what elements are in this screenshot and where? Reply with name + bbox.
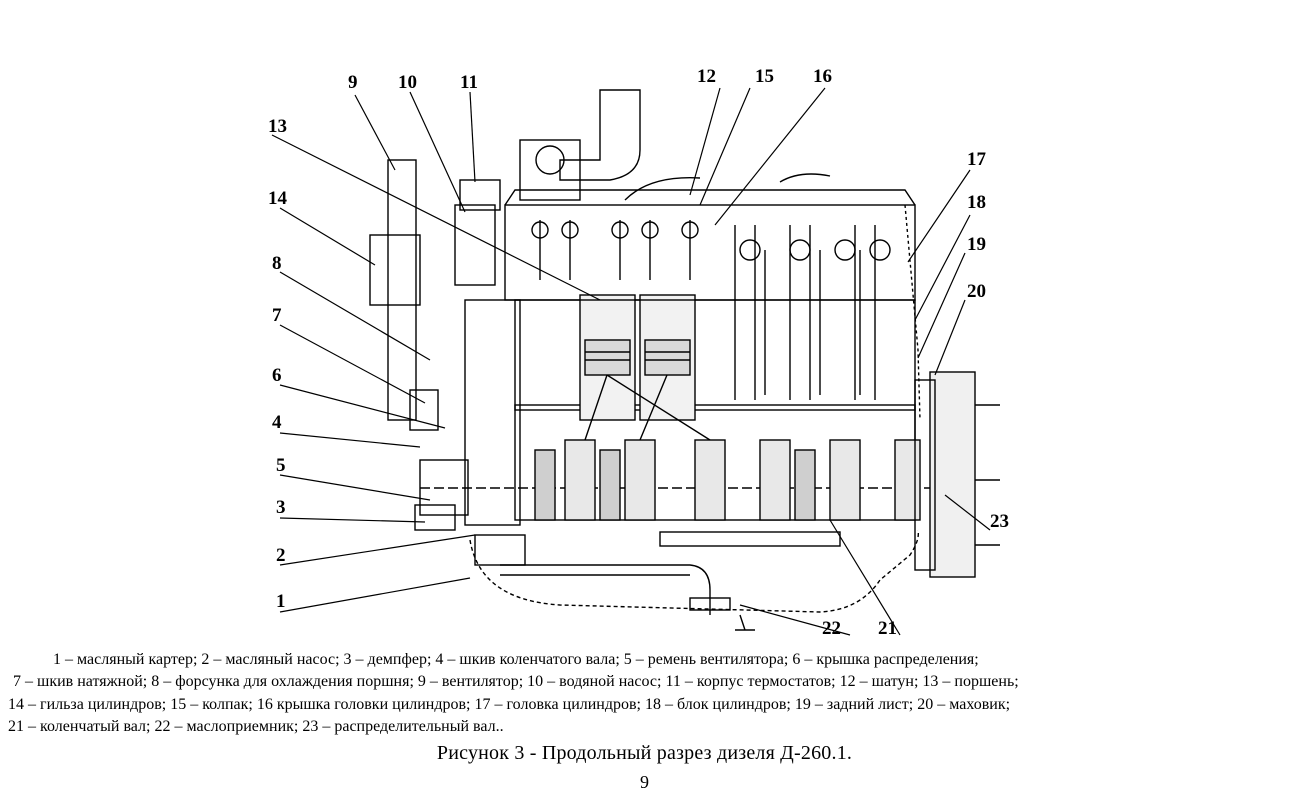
legend-line-4: 21 – коленчатый вал; 22 – маслоприемник;…: [8, 718, 504, 735]
callout-16: 16: [813, 66, 832, 87]
callout-14: 14: [268, 188, 287, 209]
page-number: 9: [640, 772, 649, 792]
rear-studs: [975, 404, 1000, 546]
callout-2: 2: [276, 545, 286, 566]
leader-18: [914, 214, 971, 321]
leader-12: [689, 87, 721, 196]
figure-caption: Рисунок 3 - Продольный разрез дизеля Д-2…: [436, 742, 853, 764]
callout-4: 4: [272, 412, 282, 433]
leader-21: [829, 519, 901, 636]
callout-18: 18: [967, 192, 986, 213]
engine-section-figure: 1 2 3 4 5 6 7 8 9 10 11 12 13 14 15 16 1…: [268, 66, 1009, 639]
tensioner-pulley: [409, 389, 439, 431]
leader-23: [944, 494, 991, 531]
leader-2: [279, 534, 476, 566]
leader-15: [699, 87, 751, 206]
sump-baffle: [659, 531, 841, 547]
thermostat-housing: [459, 179, 501, 211]
timing-cover: [464, 299, 521, 526]
leader-19: [917, 252, 966, 359]
callout-8: 8: [272, 253, 282, 274]
turbocharger: [519, 139, 581, 201]
leader-5: [279, 474, 431, 501]
oil-pickup-strainer: [689, 597, 731, 611]
fan-blade: [387, 159, 417, 421]
leader-14: [279, 207, 376, 266]
exhaust-pipe-left: [624, 176, 701, 201]
callout-13: 13: [268, 116, 287, 137]
leader-7: [279, 324, 426, 404]
flywheel: [914, 379, 936, 571]
oil-pickup-pipe: [500, 564, 711, 615]
crankshaft-throws: [534, 439, 921, 521]
leader-6: [279, 384, 446, 429]
leader-4: [279, 432, 421, 448]
piston-1: [584, 339, 631, 376]
callout-23: 23: [990, 511, 1009, 532]
callout-12: 12: [697, 66, 716, 87]
oil-pump: [474, 534, 526, 566]
leader-11: [469, 91, 476, 183]
flywheel-housing: [929, 371, 976, 578]
callout-10: 10: [398, 72, 417, 93]
leader-lines: [271, 87, 991, 636]
callout-22: 22: [822, 618, 841, 639]
leader-3: [279, 517, 426, 523]
pushrods: [734, 225, 876, 400]
callout-21: 21: [878, 618, 897, 639]
callout-6: 6: [272, 365, 282, 386]
intake-pipe: [559, 89, 641, 181]
callout-9: 9: [348, 72, 358, 93]
leader-1: [279, 577, 471, 613]
leader-16: [714, 87, 826, 226]
leader-22: [739, 604, 851, 636]
head-cover: [504, 189, 916, 206]
leader-8: [279, 271, 431, 361]
callout-3: 3: [276, 497, 286, 518]
cylinder-head: [504, 204, 916, 301]
callout-11: 11: [460, 72, 478, 93]
engine-section-drawing: [271, 87, 1000, 636]
rear-block-dotted: [904, 204, 921, 421]
callout-20: 20: [967, 281, 986, 302]
crank-pulley: [419, 459, 469, 516]
callout-5: 5: [276, 455, 286, 476]
leader-10: [409, 91, 466, 213]
oil-sump-outline: [469, 529, 920, 613]
piston-2: [644, 339, 691, 376]
leader-20: [934, 299, 966, 376]
legend-line-2: 7 – шкив натяжной; 8 – форсунка для охла…: [13, 673, 1019, 690]
valves: [531, 220, 891, 280]
exhaust-pipe-right: [779, 173, 831, 183]
callout-19: 19: [967, 234, 986, 255]
callout-17: 17: [967, 149, 986, 170]
legend-line-3: 14 – гильза цилиндров; 15 – колпак; 16 к…: [8, 696, 1011, 713]
callout-7: 7: [272, 305, 282, 326]
damper: [414, 504, 456, 531]
callout-15: 15: [755, 66, 774, 87]
leader-13: [271, 134, 601, 301]
fan-hub: [369, 234, 421, 306]
callout-1: 1: [276, 591, 286, 612]
legend-line-1: 1 – масляный картер; 2 – масляный насос;…: [53, 651, 979, 668]
leader-9: [354, 94, 396, 171]
leader-17: [907, 169, 971, 263]
water-pump: [454, 204, 496, 286]
connecting-rods: [584, 374, 711, 441]
